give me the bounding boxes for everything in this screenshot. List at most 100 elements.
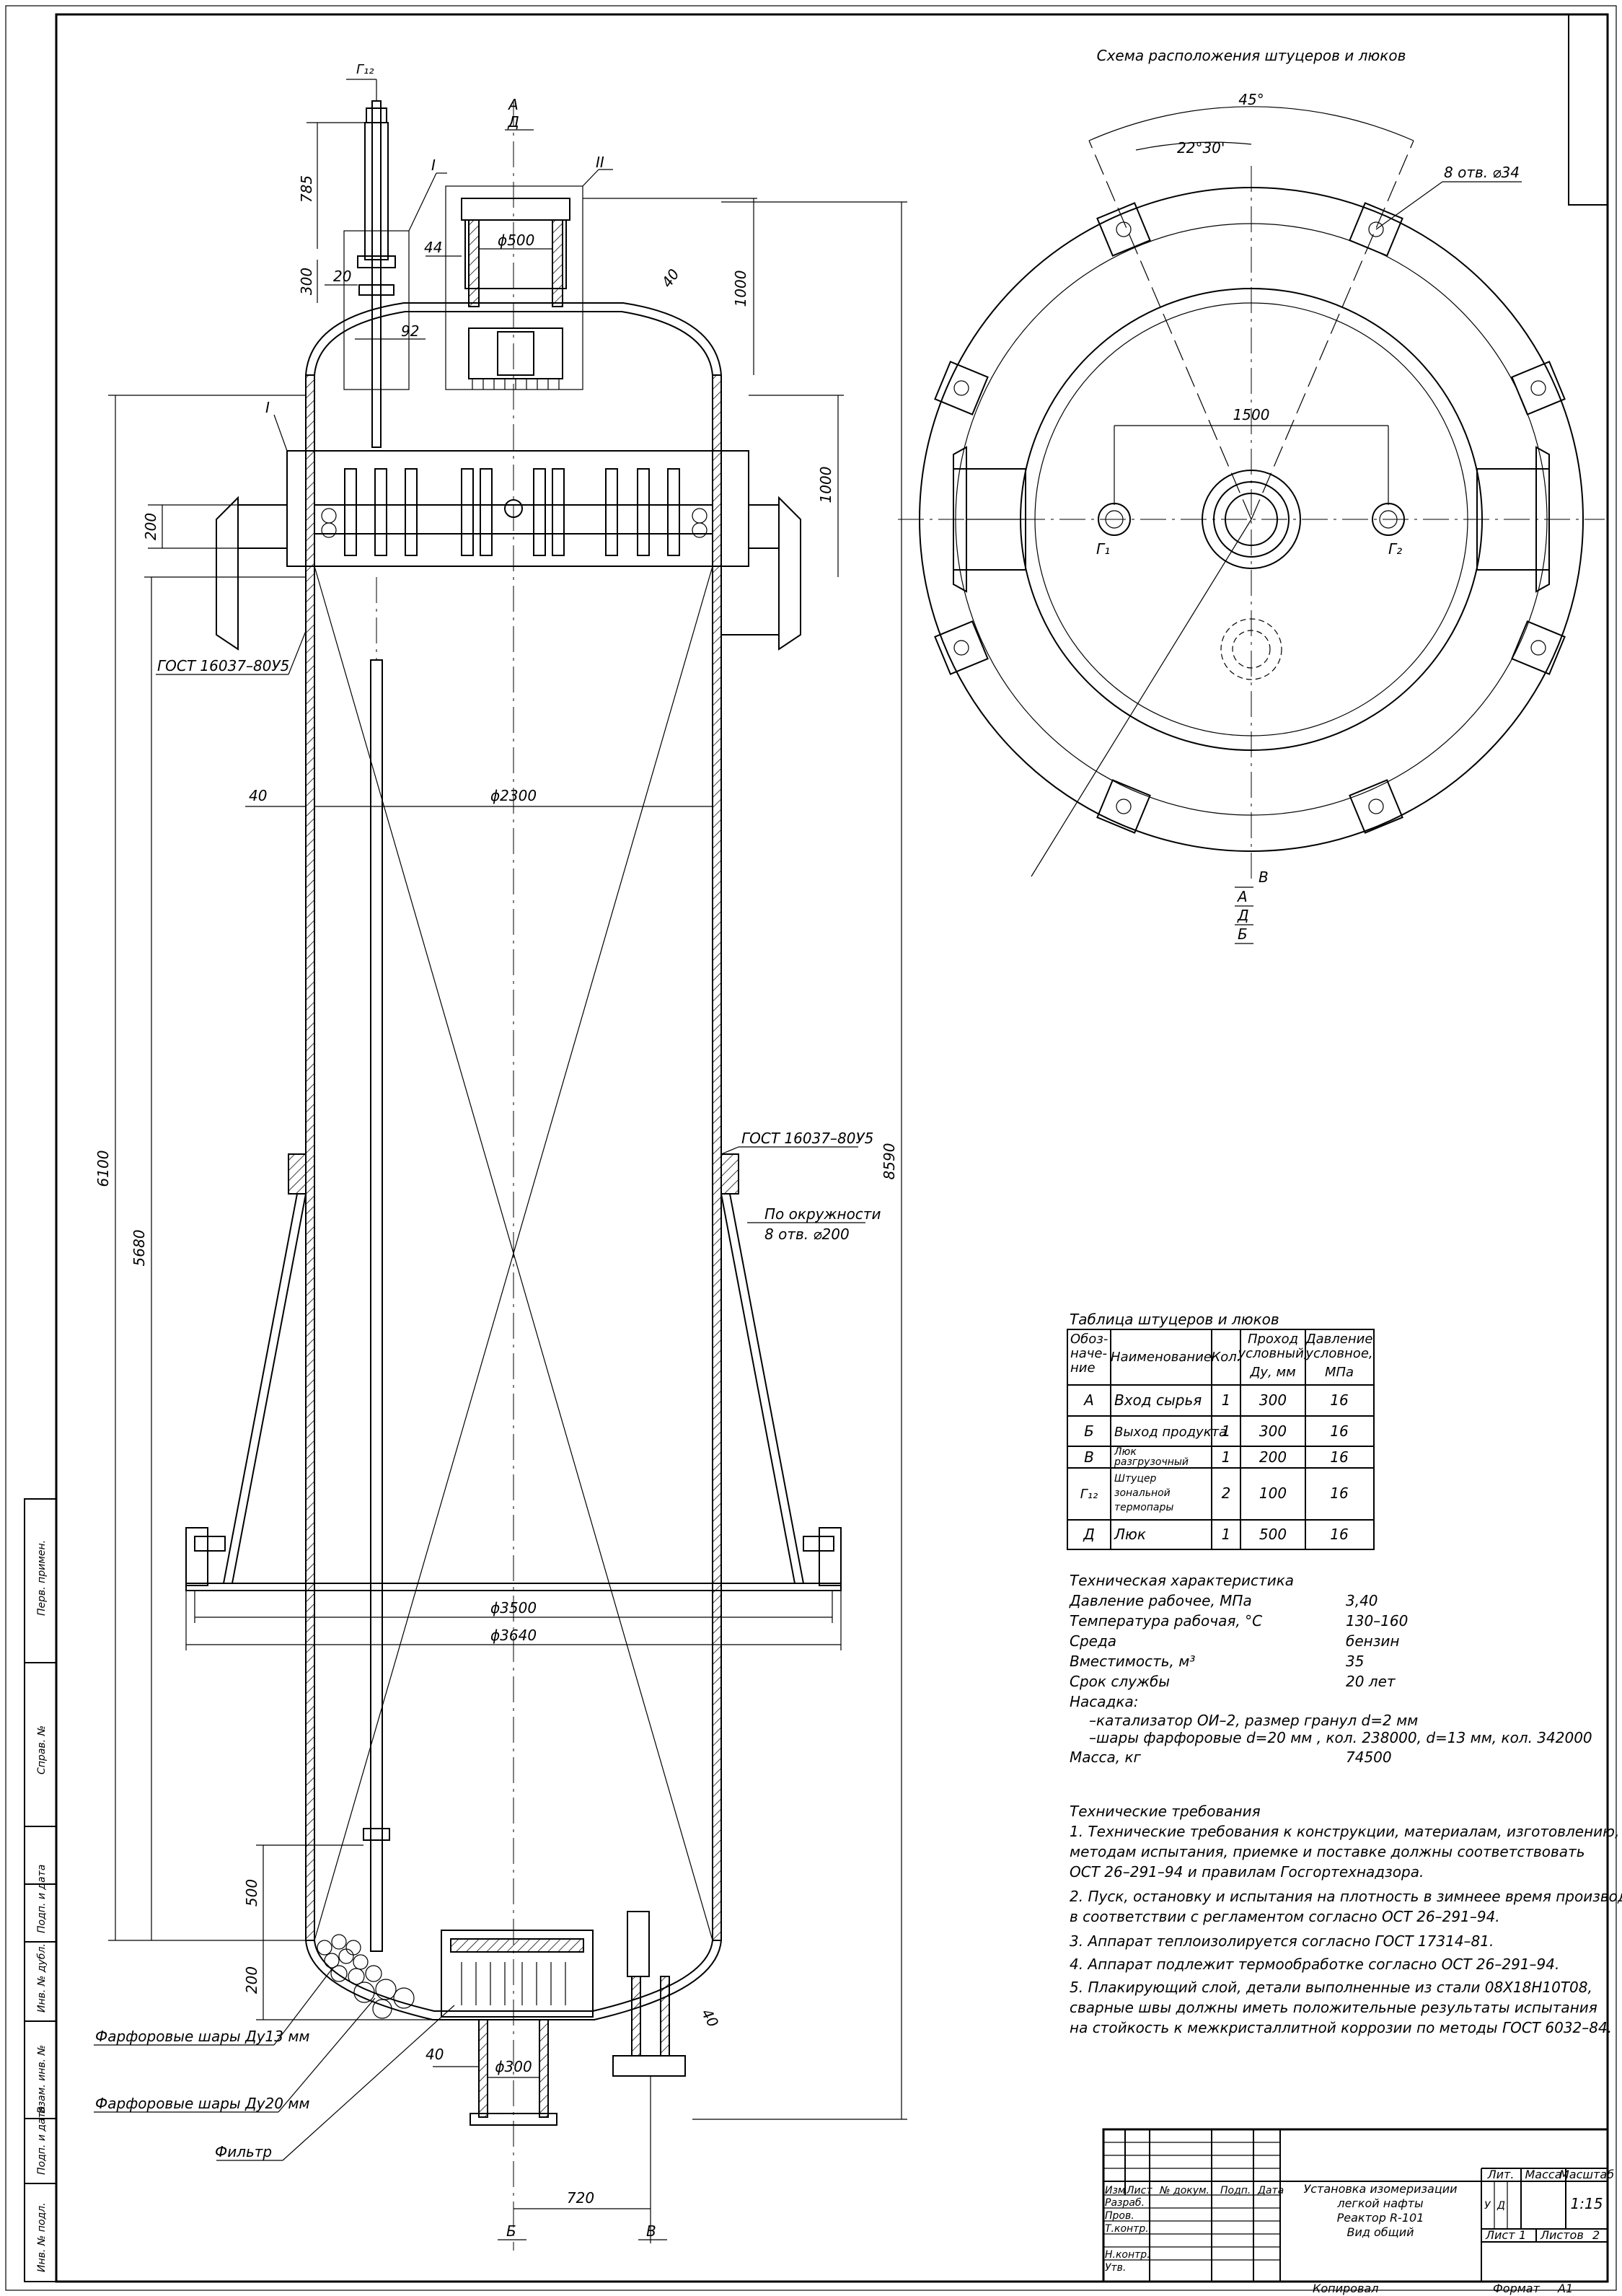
- side-nozzle-right: [778, 496, 801, 651]
- dim-20: 20: [333, 268, 351, 285]
- nozzle-row-a-mark: А: [1083, 1391, 1094, 1409]
- reactor-elevation-view: [185, 100, 842, 2251]
- tb-lit-value-2: Д: [1497, 2200, 1505, 2212]
- top-thermocouple-nozzle: [371, 100, 382, 448]
- dim-40-bottom: 40: [426, 2046, 444, 2063]
- nozzle-table: Таблица штуцеров и люков Обоз- наче- ние…: [1067, 1311, 1375, 1550]
- strip-label-ref-no: Справ. №: [36, 1725, 48, 1774]
- dim-785: 785: [298, 175, 315, 203]
- nozzle-row-v-mark: В: [1084, 1448, 1094, 1466]
- nozzle-row-v-name-1: Люк: [1114, 1446, 1137, 1458]
- dim-40-top: 40: [658, 265, 682, 291]
- note-holes-200: 8 отв. ⌀200: [764, 1226, 850, 1243]
- nozzle-row-d-mark: Д: [1083, 1526, 1095, 1543]
- dim-40-left: 40: [249, 787, 267, 804]
- plan-dim-1500: 1500: [1233, 406, 1270, 423]
- tech-spec-packing-2: –шары фарфоровые d=20 мм , кол. 238000, …: [1089, 1729, 1592, 1746]
- dim-phi3640: ϕ3640: [490, 1627, 537, 1644]
- strip-label-dup-inv: Инв. № дубл.: [36, 1943, 48, 2013]
- nozzle-table-title: Таблица штуцеров и люков: [1070, 1311, 1279, 1328]
- support-cone-left: [223, 1193, 298, 1584]
- nozzle-row-v-qty: 1: [1222, 1448, 1231, 1466]
- note-balls-13: Фарфоровые шары Ду13 мм: [95, 2028, 310, 2045]
- bottom-outlet-flange: [470, 2113, 557, 2126]
- label-d-top: Д: [507, 113, 519, 131]
- tech-spec-value-2: бензин: [1346, 1632, 1399, 1650]
- strip-label-sign-date-1: Подп. и дата: [36, 1865, 48, 1933]
- nozzle-row-g-mark: Г₁₂: [1080, 1487, 1098, 1502]
- tb-name-line-2: легкой нафты: [1336, 2196, 1423, 2210]
- tech-spec-mass-value: 74500: [1346, 1749, 1392, 1766]
- plan-label-g1: Г₁: [1096, 540, 1110, 558]
- left-margin-strip: Перв. примен. Справ. № Подп. и дата Инв.…: [24, 1498, 57, 2282]
- nozzle-header-name: Наименование: [1111, 1350, 1212, 1365]
- requirements-title: Технические требования: [1070, 1803, 1261, 1820]
- plan-label-d: Д: [1237, 907, 1249, 924]
- dim-200-low: 200: [243, 1966, 260, 1994]
- top-head: [305, 302, 722, 376]
- tech-spec-label-2: Среда: [1070, 1632, 1116, 1650]
- note-balls-20: Фарфоровые шары Ду20 мм: [95, 2095, 310, 2112]
- thermocouple-rod: [370, 659, 383, 1952]
- nozzle-row-b-dn: 300: [1259, 1422, 1287, 1440]
- tech-spec-title: Техническая характеристика: [1070, 1572, 1294, 1589]
- nozzle-header-pn-2: условное,: [1305, 1346, 1372, 1361]
- tech-spec-label-0: Давление рабочее, МПа: [1069, 1592, 1252, 1609]
- requirement-line-4: в соответствии с регламентом согласно ОС…: [1070, 1908, 1500, 1925]
- tb-scale-label: Масштаб: [1559, 2168, 1614, 2181]
- requirement-line-3: 2. Пуск, остановку и испытания на плотно…: [1070, 1888, 1622, 1905]
- plan-label-g2: Г₂: [1388, 540, 1402, 558]
- elevation-labels: Г₁₂ А Д I II I 785 300 20 44 92 ϕ500 40 …: [94, 62, 898, 2240]
- tb-role-developer: Разраб.: [1105, 2197, 1145, 2209]
- nozzle-row-a-dn: 300: [1259, 1391, 1287, 1409]
- plan-label-a: А: [1236, 888, 1248, 905]
- nozzle-row-v-dn: 200: [1259, 1448, 1287, 1466]
- support-cone-right: [729, 1193, 804, 1584]
- nozzle-row-d-qty: 1: [1222, 1526, 1231, 1543]
- plan-label-v: В: [1259, 868, 1269, 886]
- label-v-bottom: В: [646, 2222, 656, 2240]
- nozzle-layout-plan: Схема расположения штуцеров и люков 1500…: [898, 47, 1605, 944]
- callout-view-ii-top: II: [596, 154, 604, 171]
- nozzle-row-g-dn: 100: [1259, 1485, 1287, 1502]
- nozzle-row-g-name-2: зональной: [1114, 1487, 1171, 1499]
- plan-holes-34: 8 отв. ⌀34: [1444, 164, 1520, 181]
- plan-label-b: Б: [1238, 925, 1248, 943]
- nozzle-header-mark-3: ние: [1070, 1360, 1096, 1376]
- callout-view-i-side: I: [265, 399, 270, 416]
- tb-name-line-1: Установка изомеризации: [1303, 2182, 1457, 2196]
- tb-lit-value-1: У: [1484, 2200, 1491, 2212]
- plan-angle-22: 22°30': [1177, 139, 1225, 157]
- tb-name-line-4: Вид общий: [1346, 2225, 1414, 2239]
- nozzle-row-g-name-3: термопары: [1114, 1502, 1173, 1513]
- label-g12-top: Г₁₂: [356, 62, 374, 77]
- strip-label-sign-date-2: Подп. и дата: [36, 2106, 48, 2175]
- tb-col-izm: Изм: [1105, 2185, 1126, 2196]
- requirement-line-2: ОСТ 26–291–94 и правилам Госгортехнадзор…: [1070, 1863, 1424, 1881]
- requirement-line-5: 3. Аппарат теплоизолируется согласно ГОС…: [1070, 1932, 1494, 1950]
- tb-lit-label: Лит.: [1487, 2168, 1515, 2181]
- tb-sheets-value: 2: [1592, 2228, 1600, 2242]
- note-circumference: По окружности: [764, 1205, 881, 1223]
- plan-angle-45: 45°: [1238, 91, 1264, 108]
- shell-wall-right: [712, 374, 722, 1941]
- nozzle-header-dn-1: Проход: [1248, 1332, 1298, 1347]
- tb-format-value: А1: [1557, 2282, 1573, 2295]
- nozzle-row-g-qty: 2: [1222, 1485, 1231, 1502]
- tb-col-doc: № докум.: [1159, 2185, 1209, 2196]
- tb-format-label: Формат: [1493, 2282, 1541, 2295]
- dim-phi300: ϕ300: [495, 2058, 532, 2075]
- tb-scale-value: 1:15: [1571, 2195, 1603, 2212]
- nozzle-header-qty: Кол.: [1211, 1350, 1240, 1365]
- dim-phi500: ϕ500: [498, 232, 534, 249]
- tech-spec-value-4: 20 лет: [1346, 1673, 1396, 1690]
- nozzle-row-g-pn: 16: [1330, 1485, 1348, 1502]
- nozzle-row-a-qty: 1: [1222, 1391, 1231, 1409]
- tb-role-norm-control: Н.контр.: [1105, 2249, 1150, 2261]
- nozzle-row-v-name-2: разгрузочный: [1114, 1456, 1189, 1468]
- label-a-top: А: [507, 96, 519, 113]
- dim-500-low: 500: [243, 1879, 260, 1906]
- bottom-head: [305, 1940, 722, 2020]
- requirement-line-9: на стойкость к межкристаллитной коррозии…: [1070, 2019, 1612, 2036]
